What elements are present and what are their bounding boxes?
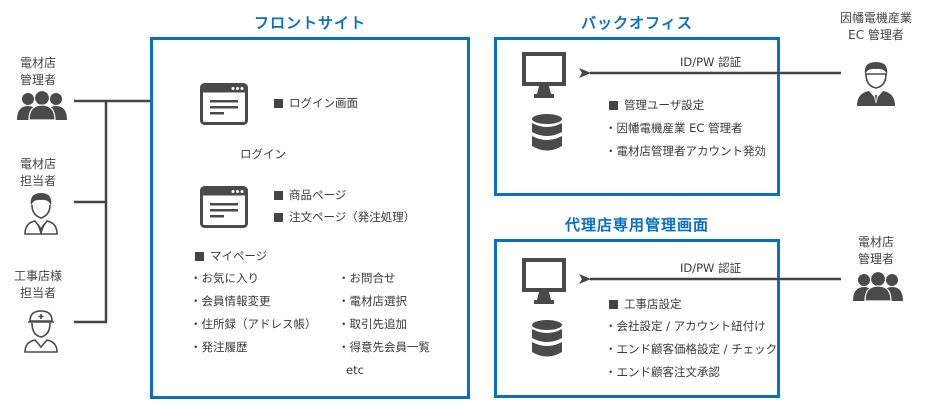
back-office-item: 因幡電機産業 EC 管理者	[605, 120, 743, 136]
actor-label-left-manager: 電材店 管理者	[19, 56, 56, 87]
actor-label-right-manager: 電材店 管理者	[857, 235, 894, 266]
order-page-label: 注文ページ（発注処理）	[274, 209, 415, 225]
monitor-icon	[522, 52, 566, 98]
mypage-etc: etc	[346, 363, 364, 377]
mypage-item: お気に入り	[190, 270, 317, 286]
monitor-icon	[522, 258, 566, 304]
mypage-item: 得意先会員一覧	[338, 339, 431, 355]
product-page-label: 商品ページ	[274, 187, 346, 203]
login-arrow-label: ログイン	[240, 147, 286, 161]
businessman-outline-icon	[24, 193, 58, 236]
back-office-auth-label: ID/PW 認証	[680, 55, 742, 69]
mypage-col2: お問合せ 電材店選択 取引先追加 得意先会員一覧 etc	[338, 270, 430, 378]
actor-label-left-staff: 電材店 担当者	[19, 157, 56, 188]
database-icon	[532, 320, 562, 357]
agency-auth-label: ID/PW 認証	[680, 261, 742, 275]
agency-admin-title: 代理店専用管理画面	[564, 216, 709, 234]
back-office-title: バックオフィス	[581, 14, 693, 32]
mypage-item: 取引先追加	[338, 316, 430, 332]
agency-item: エンド顧客価格設定 / チェック	[605, 341, 778, 357]
worker-helmet-icon	[24, 310, 58, 353]
login-screen-label: ログイン画面	[274, 95, 358, 111]
browser-window-icon	[200, 186, 248, 228]
mypage-item: お問合せ	[338, 270, 430, 286]
browser-window-icon	[200, 83, 248, 125]
mypage-item: 住所録（アドレス帳）	[190, 316, 317, 332]
mypage-item: 発注履歴	[190, 339, 317, 355]
back-office-heading: 管理ユーザ設定	[609, 97, 704, 113]
agency-heading: 工事店設定	[609, 296, 682, 312]
mypage-heading: マイページ	[195, 248, 267, 264]
mypage-item: 電材店選択	[338, 293, 430, 309]
group-icon	[17, 89, 67, 121]
mypage-col1: お気に入り 会員情報変更 住所録（アドレス帳） 発注履歴	[190, 270, 317, 355]
businessman-icon	[857, 62, 895, 106]
group-icon	[853, 270, 903, 302]
back-office-item: 電材店管理者アカウント発効	[605, 143, 767, 159]
actor-label-ec-admin: 因幡電機産業 EC 管理者	[839, 11, 912, 42]
database-icon	[532, 114, 562, 151]
mypage-item: 会員情報変更	[190, 293, 317, 309]
agency-item: 会社設定 / アカウント紐付け	[605, 318, 766, 334]
agency-item: エンド顧客注文承認	[605, 364, 721, 380]
front-site-title: フロントサイト	[253, 14, 366, 32]
actor-label-left-contractor: 工事店様 担当者	[13, 269, 62, 300]
